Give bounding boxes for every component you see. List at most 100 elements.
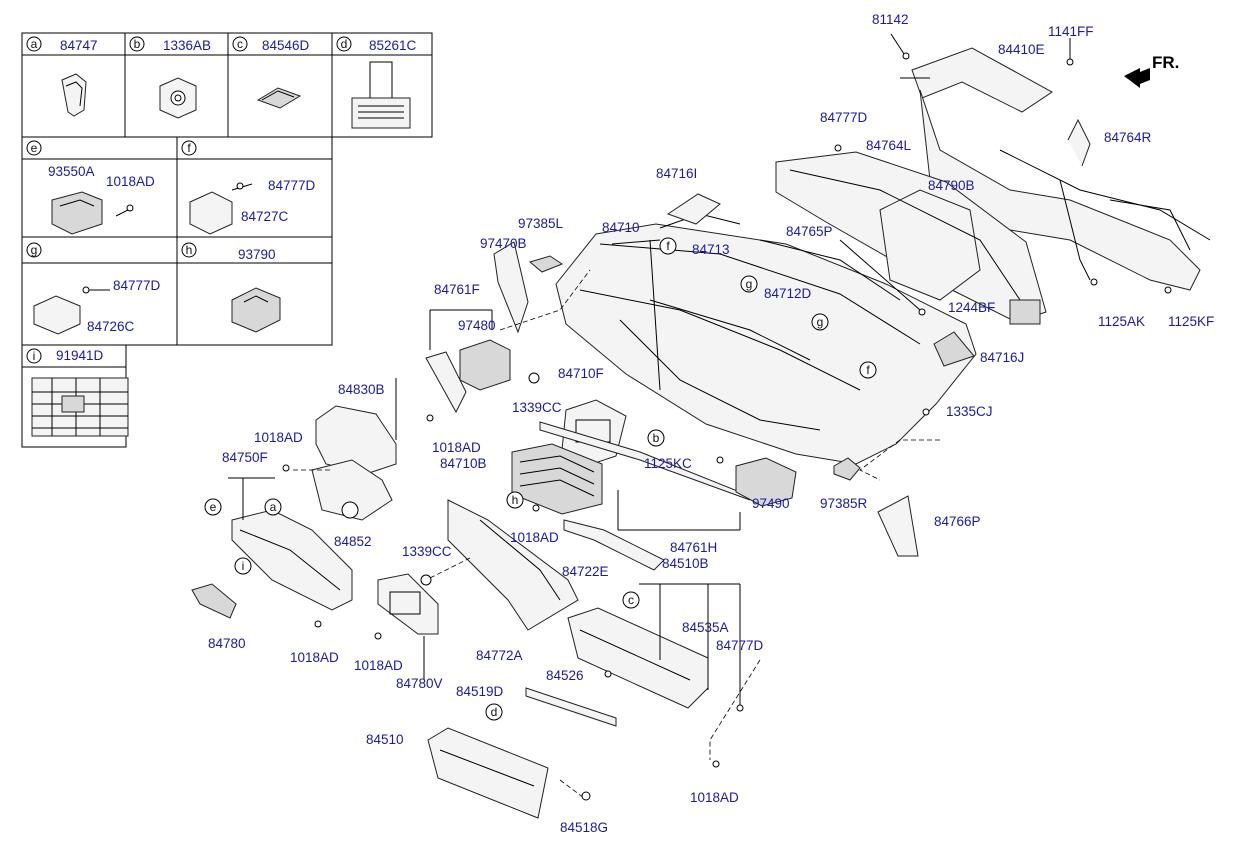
legend-part-d: 85261C [369, 38, 417, 53]
legend-letter-i: i [33, 349, 36, 363]
svg-text:b: b [653, 431, 660, 445]
label-1125KC: 1125KC [644, 456, 692, 471]
label-84710: 84710 [602, 220, 640, 235]
legend-part-f2: 84727C [241, 209, 289, 224]
label-1339CC-lower: 1339CC [402, 544, 452, 559]
label-84716J: 84716J [980, 350, 1024, 365]
cluster-fascia-84830B-drawing [311, 405, 397, 521]
svg-text:e: e [210, 500, 217, 514]
callout-d: d [485, 703, 503, 721]
legend-part-i: 91941D [56, 348, 104, 363]
label-91941D-drawing [31, 377, 129, 437]
label-84722E: 84722E [562, 564, 609, 579]
callout-h: h [506, 491, 524, 509]
callout-g-lower: g [811, 313, 829, 331]
label-84750F: 84750F [222, 450, 268, 465]
label-84410E: 84410E [998, 42, 1045, 57]
label-1335CJ: 1335CJ [946, 404, 993, 419]
legend-cell-e: e 93550A 1018AD [26, 140, 155, 189]
callout-f-upper: f [659, 237, 677, 255]
side-trim-97385L-drawing [528, 255, 564, 273]
legend-cell-h: h 93790 [181, 242, 276, 262]
label-97470B: 84790B [928, 178, 975, 193]
label-84780V: 84780V [396, 676, 443, 691]
trim-84780V-drawing [377, 573, 439, 635]
vent-97490-drawing [735, 457, 797, 507]
cowl-crossmember-drawing [900, 47, 1211, 291]
label-84852: 84852 [334, 534, 372, 549]
legend-table: a 84747 b 1336AB c 84546D d 85261C e 935… [21, 32, 433, 448]
callout-f-right: f [859, 361, 877, 379]
label-84766P: 84766P [934, 514, 981, 529]
label-84761H: 84761H [670, 540, 717, 555]
vent-97480-drawing [425, 339, 511, 414]
legend-letter-a: a [31, 37, 38, 51]
label-84764L: 84764L [866, 138, 912, 153]
legend-part-c: 84546D [262, 38, 310, 53]
legend-part-g1: 84777D [113, 278, 161, 293]
trim-84519D-drawing [525, 687, 617, 727]
callout-c: c [622, 591, 640, 609]
pad-84546D-drawing [256, 87, 302, 109]
legend-cell-g: g 84777D 84726C [26, 242, 161, 334]
center-lower-84772A-drawing [447, 499, 579, 631]
legend-letter-h: h [186, 243, 193, 257]
bracket-84726C-drawing [33, 286, 110, 335]
label-97385R: 97385R [820, 496, 868, 511]
side-cover-84765P-drawing [493, 241, 529, 334]
legend-part-b: 1336AB [163, 38, 211, 53]
svg-text:a: a [270, 500, 277, 514]
label-84777D-top: 84777D [820, 110, 868, 125]
label-84510B: 84510B [662, 556, 709, 571]
label-97385L: 97385L [518, 216, 564, 231]
callout-a: a [264, 498, 282, 516]
svg-text:h: h [512, 493, 519, 507]
svg-text:d: d [491, 705, 498, 719]
label-84712D: 84712D [764, 286, 812, 301]
legend-part-e1: 93550A [48, 164, 95, 179]
legend-letter-e: e [31, 141, 38, 155]
front-label: FR. [1152, 53, 1179, 72]
hazard-switch-93790-drawing [231, 287, 281, 333]
callout-b: b [647, 429, 665, 447]
side-trim-97385R-drawing [833, 457, 861, 481]
label-84777D-lower: 84777D [716, 638, 764, 653]
svg-text:i: i [242, 559, 245, 573]
legend-cell-i: i 91941D [26, 348, 104, 364]
legend-part-h: 93790 [238, 247, 276, 262]
label-84764R: 84764R [1104, 130, 1152, 145]
label-84790B: 84765P [786, 224, 833, 239]
label-85261C-drawing [351, 61, 411, 129]
label-1125AK: 1125AK [1098, 314, 1145, 329]
callouts: f g g f b e a h i c d [204, 237, 877, 721]
label-1125KF: 1125KF [1168, 314, 1214, 329]
label-84526: 84526 [546, 668, 584, 683]
legend-letter-f: f [187, 141, 191, 155]
svg-text:f: f [666, 239, 670, 253]
defrost-nozzle-drawing [666, 193, 721, 225]
svg-text:g: g [817, 315, 824, 329]
label-1018AD-mid: 1018AD [432, 440, 481, 455]
label-1018AD-bottomright: 1018AD [690, 790, 739, 805]
callout-e: e [204, 498, 222, 516]
leader-lines [228, 33, 1071, 799]
legend-cell-b: b 1336AB [129, 36, 211, 53]
front-arrow-icon [1124, 68, 1150, 88]
legend-part-e2: 1018AD [106, 174, 155, 189]
fasteners [282, 52, 1172, 801]
label-97480: 97480 [458, 318, 496, 333]
legend-letter-c: c [237, 37, 243, 51]
end-cover-84766P-drawing [877, 495, 919, 557]
label-1018AD-bottomleft: 1018AD [290, 650, 339, 665]
bracket-84722E-drawing [563, 519, 665, 571]
label-1339CC-upper: 1339CC [512, 400, 562, 415]
switch-93550A-drawing [51, 191, 134, 235]
label-84535A: 84535A [682, 620, 729, 635]
legend-part-g2: 84726C [87, 319, 135, 334]
legend-cell-a: a 84747 [26, 36, 98, 53]
svg-text:f: f [866, 363, 870, 377]
legend-part-a: 84747 [60, 38, 98, 53]
legend-letter-d: d [341, 37, 348, 51]
